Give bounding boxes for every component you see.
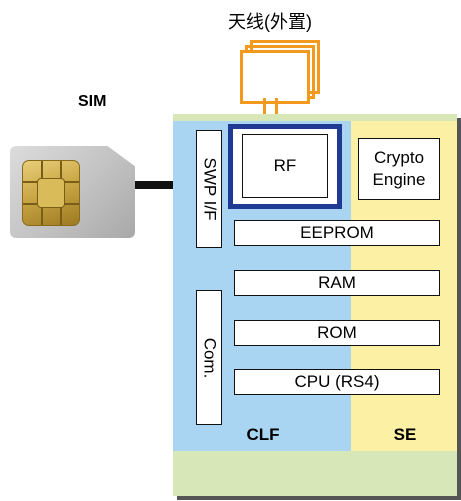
- rf-box: RF: [242, 134, 328, 198]
- swp-interface-label: SWP I/F: [200, 157, 220, 221]
- cpu-label: CPU (RS4): [294, 372, 380, 391]
- crypto-engine-box: Crypto Engine: [358, 138, 440, 200]
- antenna-connector: [263, 98, 279, 126]
- rom-label: ROM: [317, 323, 357, 342]
- eeprom-label: EEPROM: [300, 223, 374, 242]
- swp-interface-box: SWP I/F: [196, 130, 222, 248]
- com-label: Com.: [200, 337, 219, 378]
- sim-title: SIM: [78, 93, 107, 110]
- swp-connection-line: [135, 181, 197, 189]
- crypto-label-line2: Engine: [372, 170, 426, 189]
- sim-chip-icon: [22, 160, 80, 226]
- rom-box: ROM: [234, 320, 440, 346]
- antenna-label: 天线(外置): [228, 12, 312, 32]
- rf-label: RF: [273, 156, 297, 175]
- ram-label: RAM: [318, 273, 356, 292]
- se-label: SE: [393, 425, 417, 444]
- clf-label: CLF: [246, 425, 280, 444]
- cpu-box: CPU (RS4): [234, 369, 440, 395]
- eeprom-box: EEPROM: [234, 220, 440, 246]
- antenna-icon: [236, 40, 320, 104]
- ram-box: RAM: [234, 270, 440, 296]
- com-box: Com.: [196, 290, 222, 425]
- crypto-label-line1: Crypto: [373, 148, 425, 167]
